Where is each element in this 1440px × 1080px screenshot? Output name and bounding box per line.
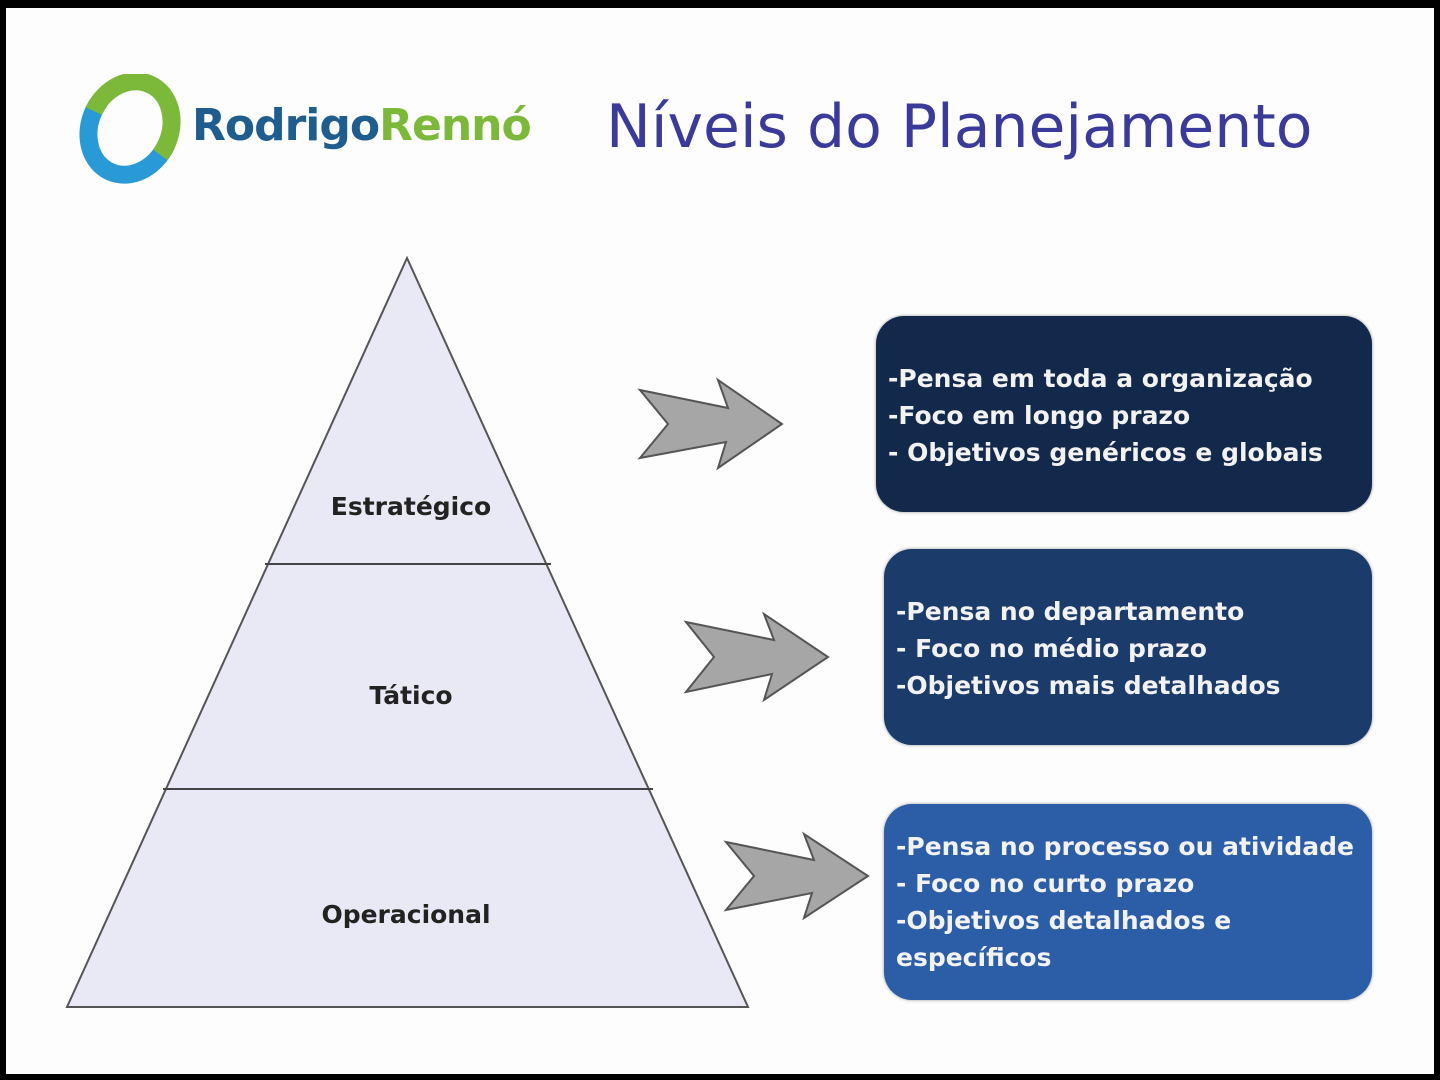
arrow-icon (723, 831, 870, 921)
operational-description-box: -Pensa no processo ou atividade - Foco n… (884, 804, 1372, 1000)
tactical-description-box: -Pensa no departamento - Foco no médio p… (884, 549, 1372, 745)
level-tactical-label: Tático (369, 681, 453, 710)
bullet: - Objetivos genéricos e globais (888, 438, 1323, 467)
pyramid (65, 255, 750, 1008)
logo-swirl-icon (79, 74, 181, 184)
logo-text: RodrigoRennó (192, 100, 532, 151)
bullet: -Foco em longo prazo (888, 401, 1191, 430)
strategic-description-box: -Pensa em toda a organização -Foco em lo… (876, 316, 1372, 512)
bullet: -Pensa no processo ou atividade (896, 832, 1354, 861)
bullet: -Pensa no departamento (896, 597, 1245, 626)
bullet: específicos (896, 943, 1052, 972)
arrow-icon (683, 611, 830, 703)
bullet: - Foco no curto prazo (896, 869, 1195, 898)
page-title: Níveis do Planejamento (606, 92, 1313, 162)
bullet: -Objetivos detalhados e (896, 906, 1232, 935)
level-operational-label: Operacional (321, 900, 491, 929)
bullet: -Pensa em toda a organização (888, 364, 1313, 393)
bullet: -Objetivos mais detalhados (896, 671, 1281, 700)
bullet: - Foco no médio prazo (896, 634, 1207, 663)
arrow-icon (637, 377, 784, 471)
level-strategic-label: Estratégico (330, 492, 492, 521)
